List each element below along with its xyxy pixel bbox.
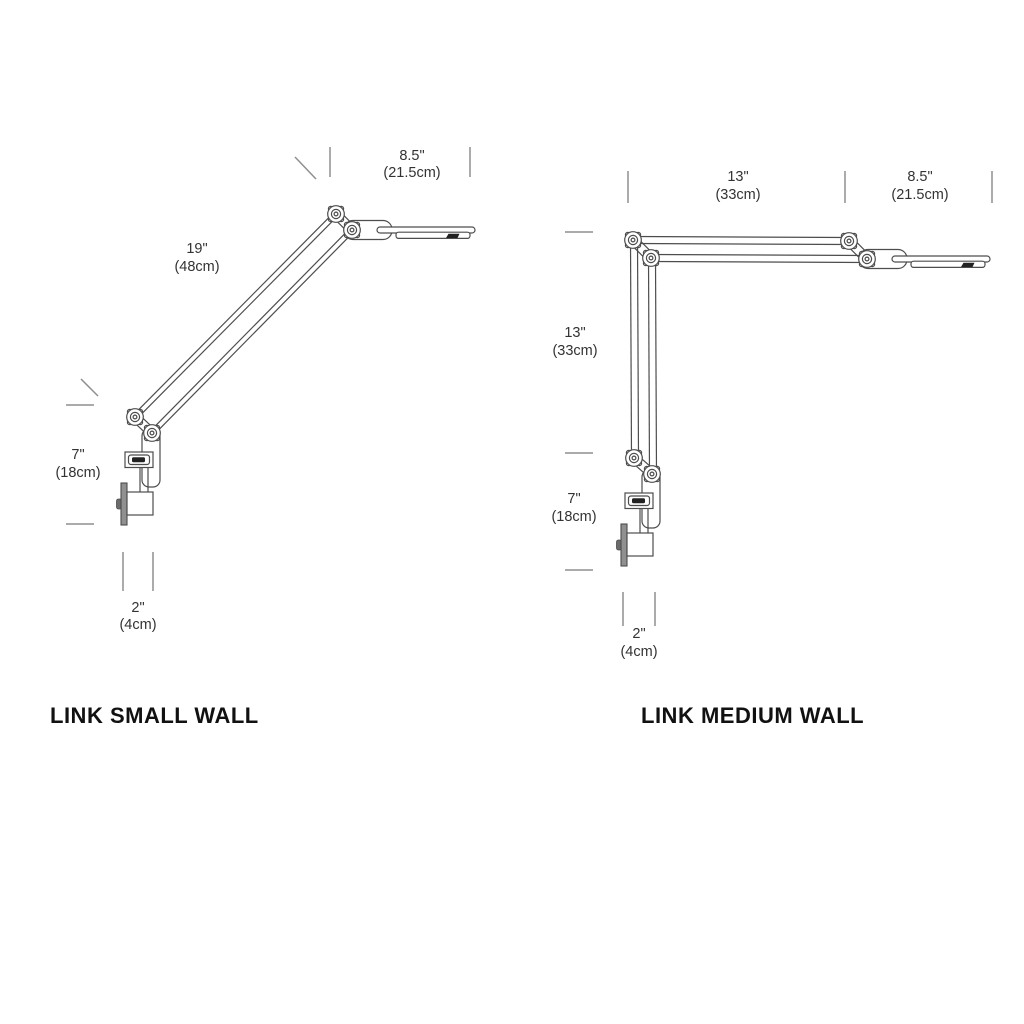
- medium-joint-knob-head-outer: [840, 232, 858, 250]
- medium-wall-mount-base: [615, 469, 661, 567]
- small-knuckle-links: [131, 210, 356, 437]
- small-mount-height-inches: 7": [71, 447, 84, 463]
- small-lamp-head: [343, 219, 476, 241]
- small-mount-height-cm: (18cm): [55, 465, 100, 481]
- small-joint-knob-top-outer: [327, 205, 345, 223]
- small-base-width-cm: (4cm): [119, 617, 156, 633]
- small-head-width-inches: 8.5": [399, 148, 424, 164]
- medium-joint-knob-elbow-inner: [642, 249, 660, 267]
- medium-arm-side-cm: (33cm): [552, 343, 597, 359]
- medium-dimension-ticks: [565, 171, 993, 626]
- small-wall-mount-base: [115, 428, 161, 526]
- small-arm-length-cm: (48cm): [174, 259, 219, 275]
- medium-lamp-head: [858, 248, 991, 270]
- medium-joint-knob-head-inner: [858, 250, 876, 268]
- small-product-title: LINK SMALL WALL: [50, 703, 259, 728]
- lamp-medium-wall-drawing: 13" (33cm) 8.5" (21.5cm) 13" (33cm) 7" (…: [551, 169, 993, 728]
- medium-base-width-inches: 2": [632, 626, 645, 642]
- medium-base-width-cm: (4cm): [620, 644, 657, 660]
- medium-joint-knob-elbow-outer: [624, 231, 642, 249]
- medium-horizontal-arm-struts: [632, 235, 868, 264]
- small-joint-knob-elbow-inner: [143, 424, 161, 442]
- medium-mount-height-cm: (18cm): [551, 509, 596, 525]
- medium-arm-side-inches: 13": [564, 325, 585, 341]
- medium-head-width-cm: (21.5cm): [891, 187, 948, 203]
- small-arm-struts: [132, 211, 355, 436]
- small-arm-length-inches: 19": [186, 241, 207, 257]
- medium-vertical-arm-struts: [629, 239, 658, 475]
- small-joint-knob-top-inner: [343, 221, 361, 239]
- medium-knuckle-links: [629, 236, 871, 478]
- medium-product-title: LINK MEDIUM WALL: [641, 703, 864, 728]
- small-joint-knob-elbow-outer: [126, 408, 144, 426]
- medium-joint-knob-base-inner: [643, 465, 661, 483]
- medium-arm-top-inches: 13": [727, 169, 748, 185]
- lamp-small-wall-drawing: 8.5" (21.5cm) 19" (48cm) 7" (18cm) 2" (4…: [50, 147, 476, 728]
- medium-head-width-inches: 8.5": [907, 169, 932, 185]
- small-base-width-inches: 2": [131, 600, 144, 616]
- medium-mount-height-inches: 7": [567, 491, 580, 507]
- medium-arm-top-cm: (33cm): [715, 187, 760, 203]
- medium-joint-knob-base-outer: [625, 449, 643, 467]
- small-head-width-cm: (21.5cm): [383, 165, 440, 181]
- small-dimension-ticks: [66, 147, 471, 591]
